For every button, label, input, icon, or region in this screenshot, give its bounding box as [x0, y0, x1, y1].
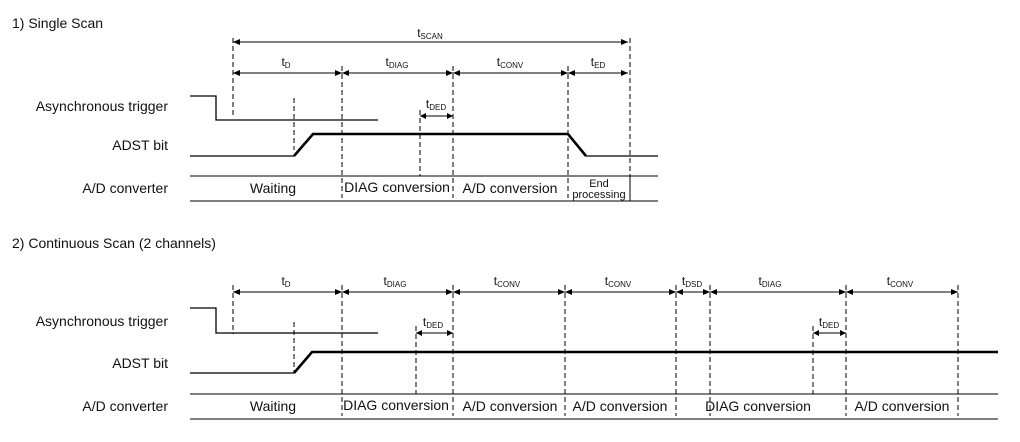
td-arrow-left [233, 70, 240, 76]
tconv-arrow-left [453, 70, 460, 76]
tconv-arrow-right [561, 70, 568, 76]
tdsd-arrow-right [703, 289, 710, 295]
cell-end-processing-line1: End [589, 178, 609, 190]
tconv-label: tCONV [605, 274, 632, 289]
adst-high-level [293, 350, 998, 374]
cell-diag-conversion: DIAG conversion [343, 397, 449, 413]
section-title-single-scan: 1) Single Scan [12, 15, 103, 31]
tdiag-arrow-right [839, 289, 846, 295]
tdiag-arrow-right [446, 289, 453, 295]
row-label-async-trigger: Asynchronous trigger [36, 98, 169, 114]
ted-arrow-left [568, 70, 575, 76]
tded-label: tDED [819, 315, 839, 330]
tconv-arrow-left [453, 289, 460, 295]
adst-high-pulse [293, 132, 588, 157]
tded-arrow-right [447, 330, 453, 336]
tded-arrow-left [813, 330, 819, 336]
td-arrow-right [335, 289, 342, 295]
tscan-arrow-left [233, 39, 240, 45]
cell-ad-conversion: A/D conversion [463, 398, 558, 414]
row-label-adst-bit: ADST bit [112, 355, 168, 371]
tconv-arrow-left [846, 289, 853, 295]
cell-ad-conversion: A/D conversion [855, 398, 950, 414]
tscan-arrow-right [621, 39, 628, 45]
async-trigger-waveform [190, 95, 378, 121]
cell-ad-conversion: A/D conversion [463, 180, 558, 196]
ted-arrow-right [621, 70, 628, 76]
tdiag-label: tDIAG [386, 55, 409, 70]
tconv-arrow-left [565, 289, 572, 295]
tconv-label: tCONV [887, 274, 914, 289]
td-label: tD [281, 274, 290, 289]
tded-arrow-left [416, 330, 422, 336]
cell-waiting: Waiting [250, 398, 296, 414]
td-arrow-left [233, 289, 240, 295]
tscan-label: tSCAN [417, 26, 443, 41]
tdiag-arrow-right [446, 70, 453, 76]
tded-arrow-right [840, 330, 846, 336]
tdsd-arrow-left [676, 289, 683, 295]
cell-diag-conversion: DIAG conversion [705, 398, 811, 414]
td-arrow-right [335, 70, 342, 76]
tdiag-label: tDIAG [384, 274, 407, 289]
cell-diag-conversion: DIAG conversion [344, 179, 450, 195]
tded-arrow-left [420, 113, 426, 119]
cell-ad-conversion: A/D conversion [573, 398, 668, 414]
tded-arrow-right [447, 113, 453, 119]
tdsd-label: tDSD [682, 274, 702, 289]
tconv-label: tCONV [497, 55, 524, 70]
tconv-arrow-right [951, 289, 958, 295]
cell-waiting: Waiting [250, 180, 296, 196]
tconv-arrow-right [669, 289, 676, 295]
tconv-label: tCONV [494, 274, 521, 289]
section-title-continuous-scan: 2) Continuous Scan (2 channels) [12, 235, 216, 251]
tdiag-arrow-left [342, 70, 349, 76]
tdiag-arrow-left [710, 289, 717, 295]
ted-label: tED [591, 55, 606, 70]
tdiag-label: tDIAG [759, 274, 782, 289]
async-trigger-waveform [190, 307, 378, 334]
row-label-ad-converter: A/D converter [82, 398, 168, 414]
cell-end-processing-line2: processing [572, 189, 625, 201]
tdiag-arrow-left [342, 289, 349, 295]
td-label: tD [281, 55, 290, 70]
tded-label: tDED [423, 315, 443, 330]
tded-label: tDED [426, 97, 446, 112]
row-label-adst-bit: ADST bit [112, 137, 168, 153]
row-label-ad-converter: A/D converter [82, 180, 168, 196]
row-label-async-trigger: Asynchronous trigger [36, 313, 169, 329]
tconv-arrow-right [558, 289, 565, 295]
